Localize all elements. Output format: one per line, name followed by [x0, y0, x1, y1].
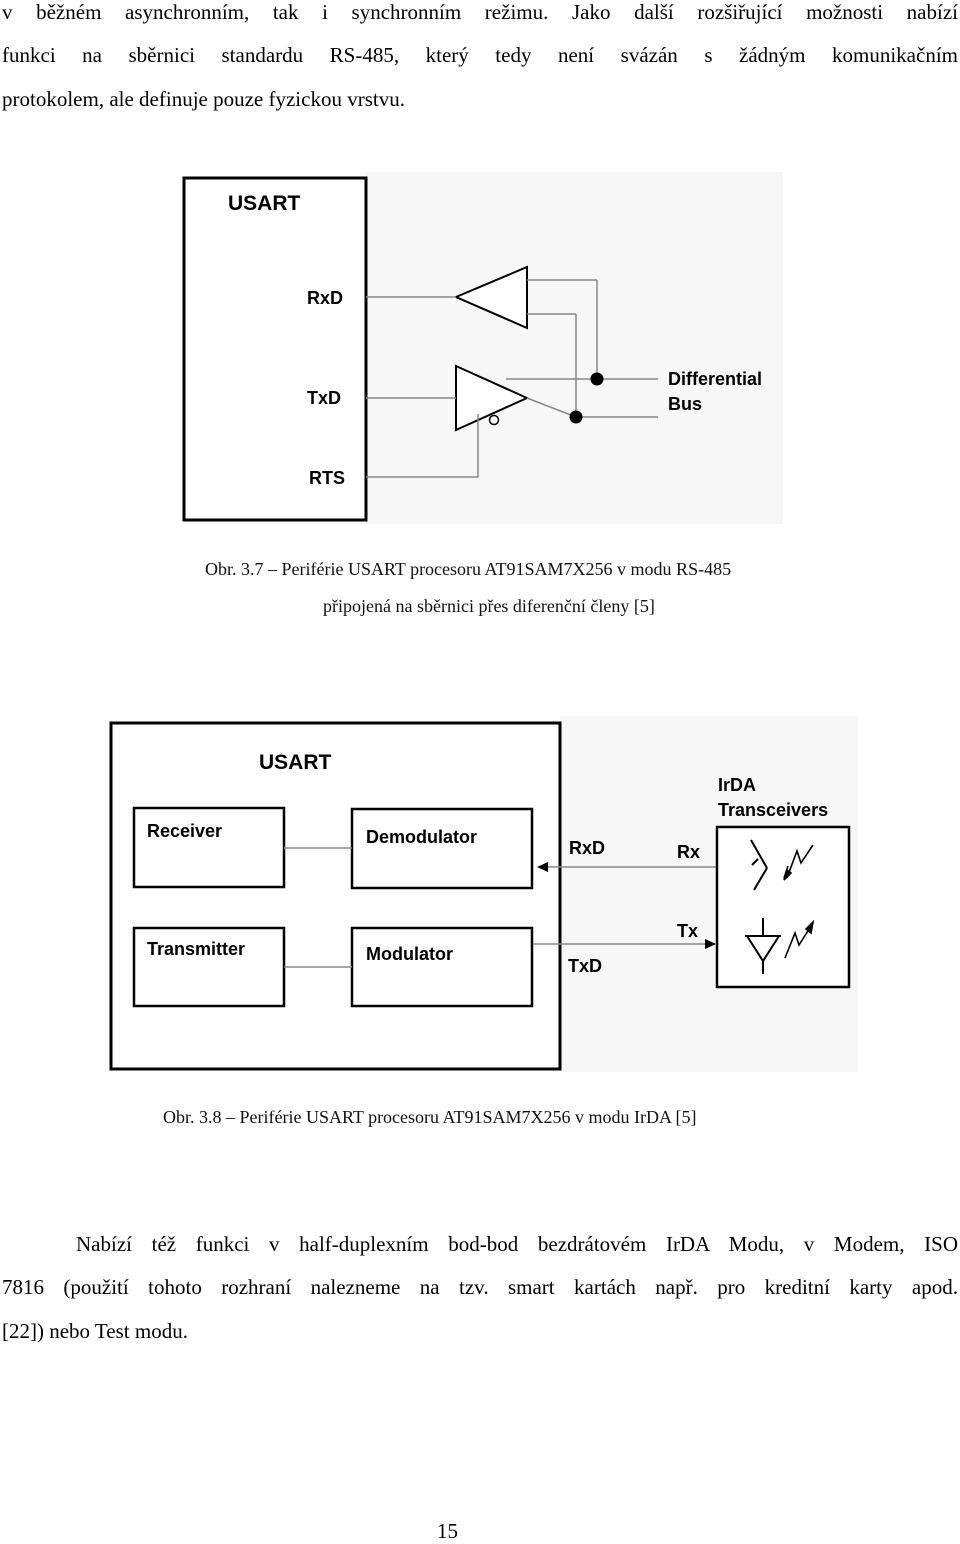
receiver-block [132, 806, 286, 889]
incoming-light-arrows-icon [783, 844, 814, 881]
demodulator-label: Demodulator [366, 827, 477, 847]
usart-outer-block [109, 721, 562, 1071]
modulator-label: Modulator [366, 944, 453, 964]
irda-label: IrDA [718, 775, 756, 795]
rts-label: RTS [309, 468, 345, 488]
figure-3-8-diagram: USART Receiver Demodulator Transmitter M… [109, 716, 858, 1072]
closing-line-1: Nabízí též funkci v half-duplexním bod-b… [76, 1232, 958, 1256]
rts-enable-line [366, 414, 479, 478]
rx-label: Rx [677, 842, 700, 862]
receiver-label: Receiver [147, 821, 222, 841]
figure-3-7-caption-line-2: připojená na sběrnici přes diferenční čl… [323, 596, 655, 616]
rxd-label: RxD [307, 288, 343, 308]
txd-arrow-head [705, 939, 716, 949]
phototransistor-icon [750, 839, 768, 891]
figure-3-8-caption: Obr. 3.8 – Periférie USART procesoru AT9… [163, 1107, 697, 1127]
txd-label: TxD [307, 388, 341, 408]
enable-bubble [488, 414, 500, 426]
usart-title: USART [259, 751, 332, 774]
figure-3-7-diagram: USART RxD TxD RTS Differential Bus [182, 172, 783, 524]
intro-line-2: funkci na sběrnici standardu RS-485, kte… [2, 43, 958, 67]
bus-junction-a [590, 372, 604, 386]
transceivers-label: Transceivers [718, 800, 828, 820]
closing-line-2: 7816 (použití tohoto rozhraní nalezneme … [2, 1275, 958, 1299]
modulator-block [350, 926, 534, 1008]
tx-label: Tx [677, 921, 698, 941]
rxd-label: RxD [569, 838, 605, 858]
closing-line-3: [22]) nebo Test modu. [2, 1319, 188, 1343]
rxd-arrow-head [537, 862, 548, 872]
differential-label: Differential [668, 369, 762, 389]
led-icon [745, 918, 781, 974]
bus-label: Bus [668, 394, 702, 414]
txd-label: TxD [568, 956, 602, 976]
transmitter-label: Transmitter [147, 939, 245, 959]
receiver-buffer-symbol [453, 265, 528, 330]
usart-title: USART [228, 192, 301, 215]
figure-3-7-caption-line-1: Obr. 3.7 – Periférie USART procesoru AT9… [205, 559, 732, 579]
figure-3-7-backdrop [365, 172, 783, 524]
irda-transceiver-block [715, 825, 851, 989]
page-number: 15 [437, 1519, 458, 1543]
intro-line-1: v běžném asynchronním, tak i synchronním… [2, 0, 958, 24]
tx-buffer-out-lower [526, 397, 577, 418]
usart-block [182, 176, 368, 522]
intro-line-3: protokolem, ale definuje pouze fyzickou … [2, 87, 405, 111]
outgoing-light-arrows-icon [784, 919, 815, 959]
bus-junction-b [569, 410, 583, 424]
demodulator-block [350, 807, 534, 890]
